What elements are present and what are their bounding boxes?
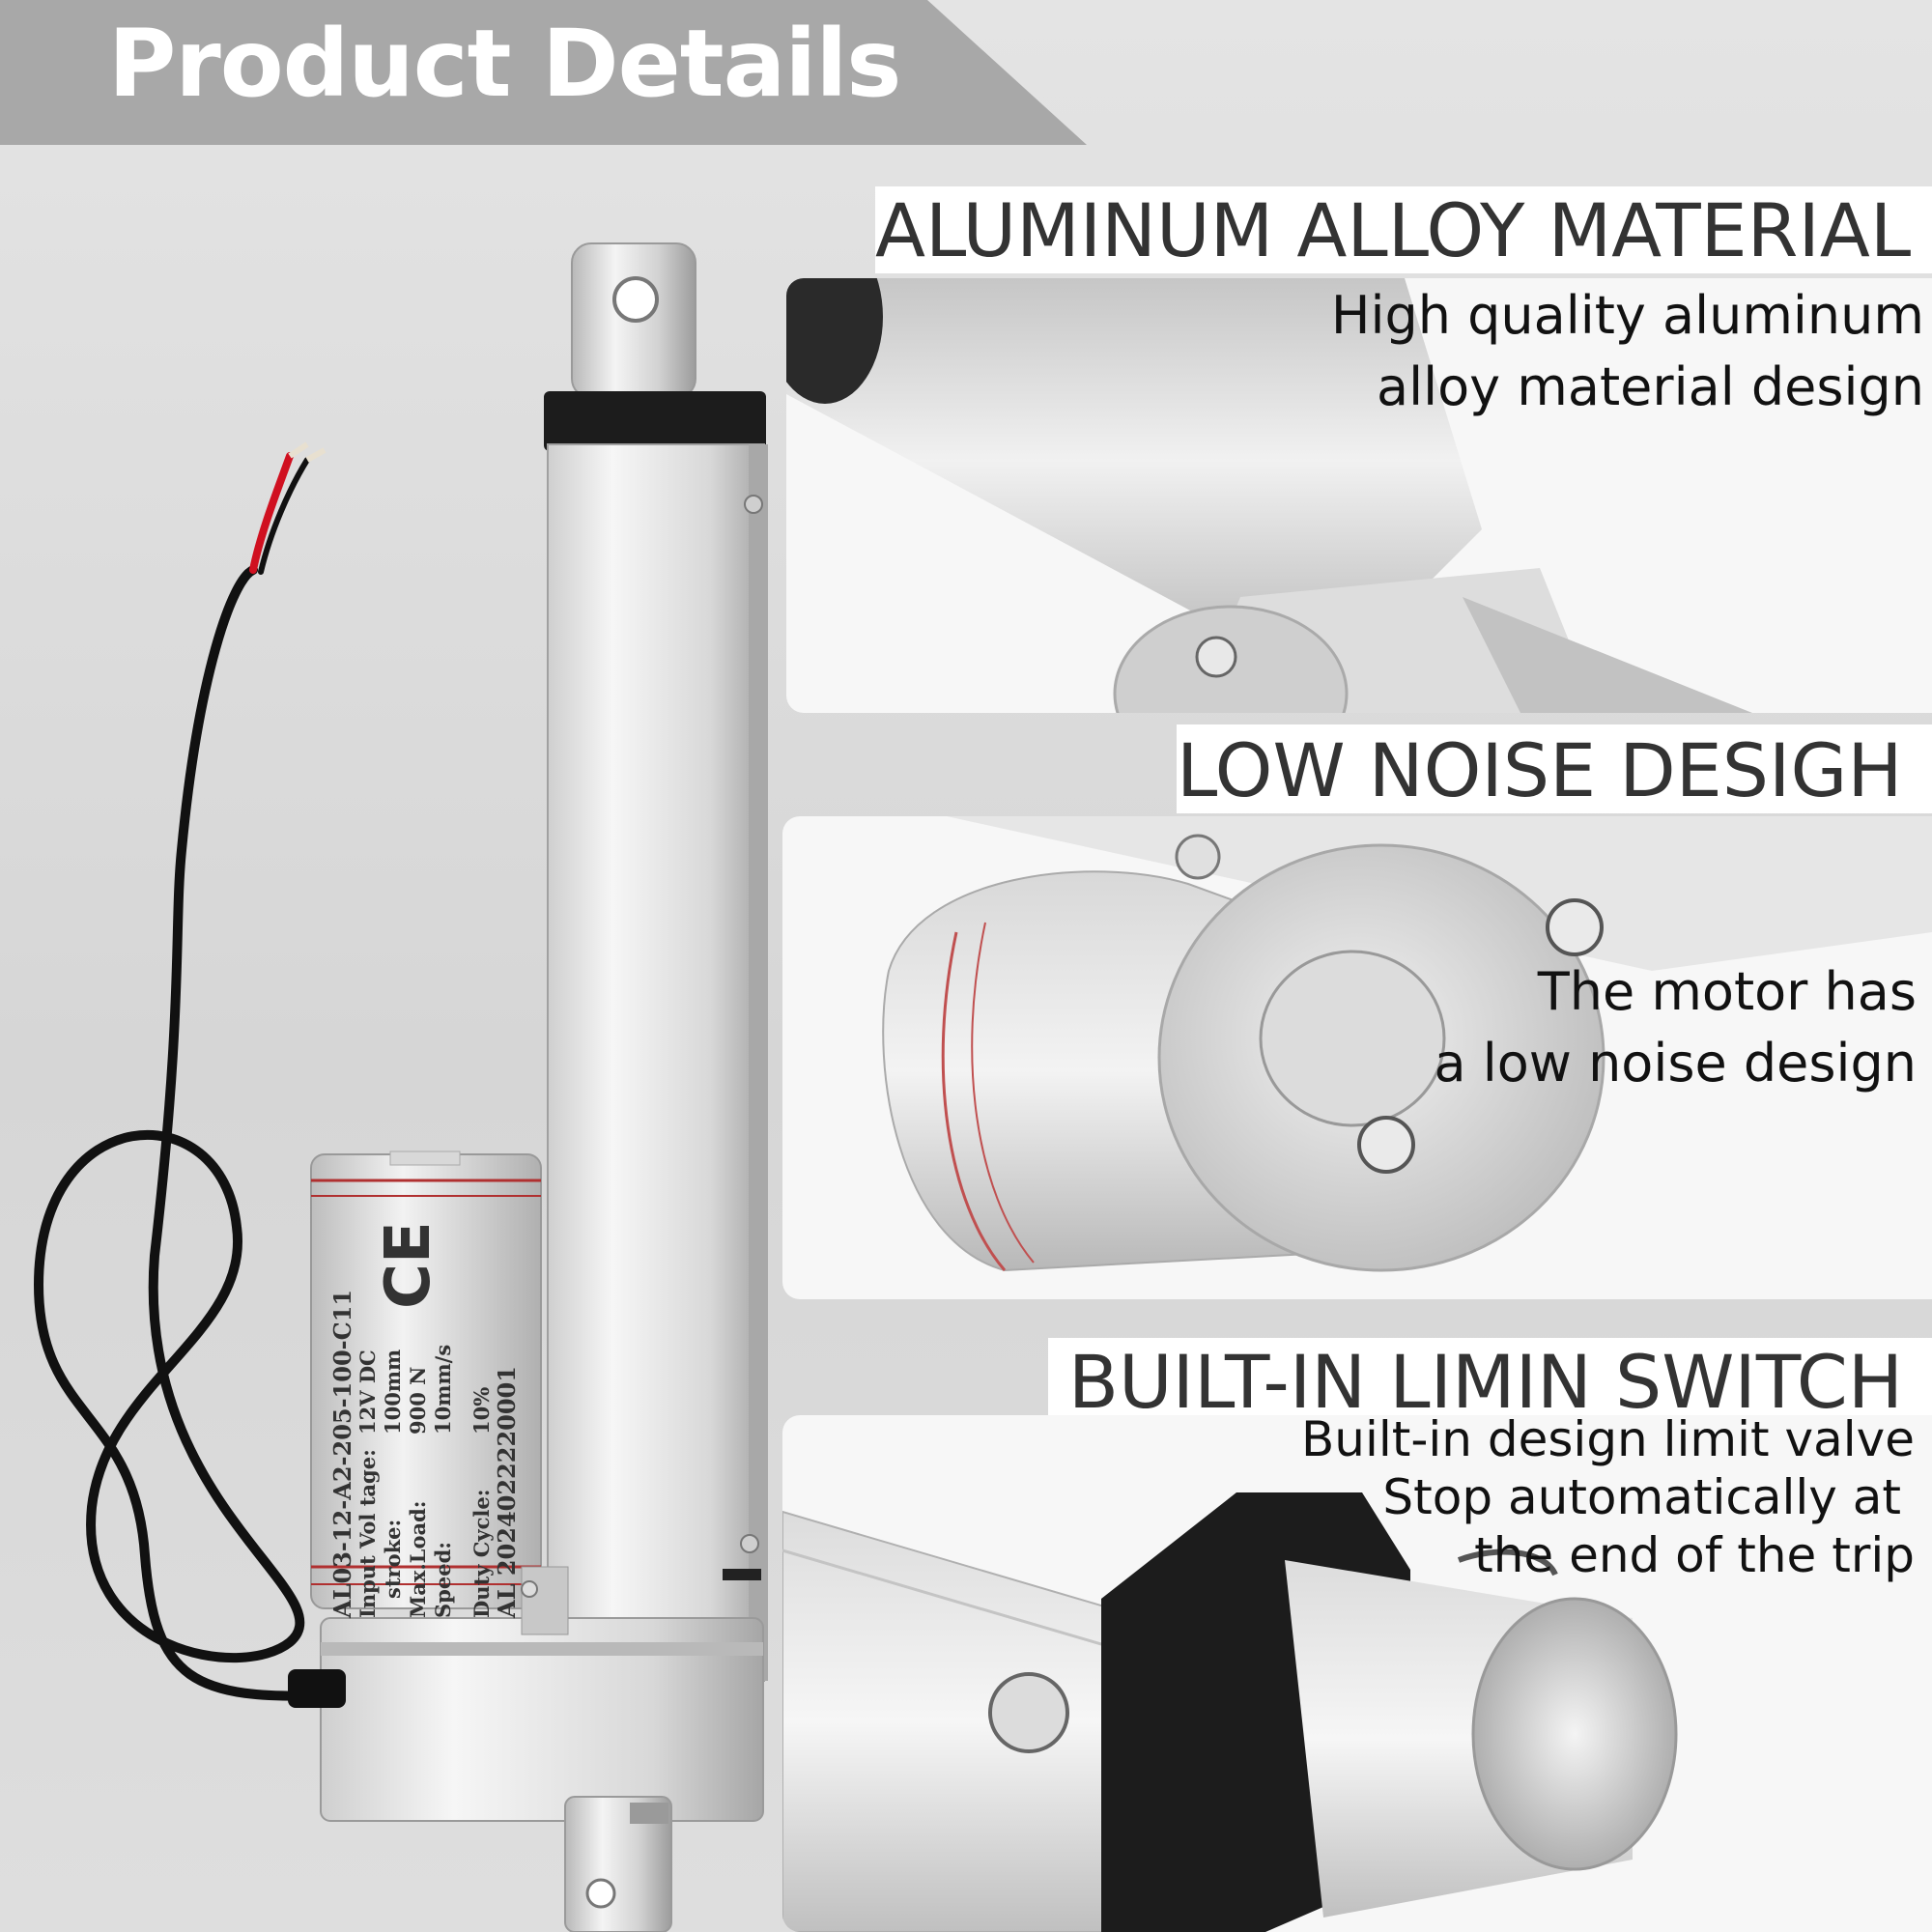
motor-label-model: AL03-12-A2-205-100-C11 — [328, 1289, 356, 1618]
actuator-body — [547, 443, 765, 1682]
linear-actuator-image — [33, 242, 768, 1932]
section-desc-aluminum: High quality aluminum alloy material des… — [1331, 280, 1924, 423]
motor-label-value: 900 N — [406, 1366, 430, 1435]
section-desc-low-noise: The motor has a low noise design — [1434, 956, 1917, 1099]
desc-line: a low noise design — [1434, 1033, 1917, 1094]
motor-label-serial: AL 2024022220001 — [493, 1366, 521, 1618]
motor-label: AL03-12-A2-205-100-C11 Input Vol tage: s… — [328, 1145, 524, 1619]
motor-label-value: 12V DC — [355, 1350, 380, 1435]
aluminum-tube-closeup-icon — [786, 278, 1752, 713]
motor-label-value: 100mm — [381, 1349, 405, 1435]
section-heading-limit-switch: BUILT-IN LIMIN SWITCH — [1048, 1338, 1932, 1423]
aluminum-closeup-panel — [786, 278, 1932, 713]
ce-mark: CE — [373, 1221, 444, 1309]
header-banner — [0, 0, 1087, 145]
top-rod-hole — [612, 276, 659, 323]
page-title: Product Details — [108, 10, 901, 118]
power-cable — [33, 565, 335, 1701]
motor-label-key: stroke: — [381, 1519, 405, 1599]
motor-label-key: Speed: — [431, 1541, 455, 1618]
section-heading-low-noise: LOW NOISE DESIGH — [1177, 724, 1932, 813]
desc-line: The motor has — [1537, 961, 1917, 1022]
section-heading-aluminum: ALUMINUM ALLOY MATERIAL — [875, 186, 1932, 273]
rod-end-closeup-panel — [782, 1415, 1932, 1932]
motor-label-key: Max.Load: — [406, 1500, 430, 1619]
motor-label-value: 10% — [469, 1386, 494, 1435]
rod-end-closeup-icon — [782, 1492, 1678, 1932]
desc-line: Stop automatically at — [1382, 1469, 1901, 1525]
motor-label-value: 10mm/s — [431, 1344, 455, 1435]
motor-label-key: Duty Cycle: — [469, 1489, 494, 1619]
desc-line: Built-in design limit valve — [1300, 1411, 1915, 1467]
desc-line: High quality aluminum — [1330, 285, 1924, 346]
motor-closeup-icon — [882, 816, 1932, 1272]
section-desc-limit-switch: Built-in design limit valve Stop automat… — [1301, 1410, 1915, 1584]
motor-closeup-panel — [782, 816, 1932, 1299]
black-collar — [544, 391, 766, 451]
desc-line: alloy material design — [1377, 356, 1924, 417]
motor-label-key: Input Vol tage: — [355, 1449, 380, 1618]
desc-line: the end of the trip — [1474, 1527, 1915, 1583]
